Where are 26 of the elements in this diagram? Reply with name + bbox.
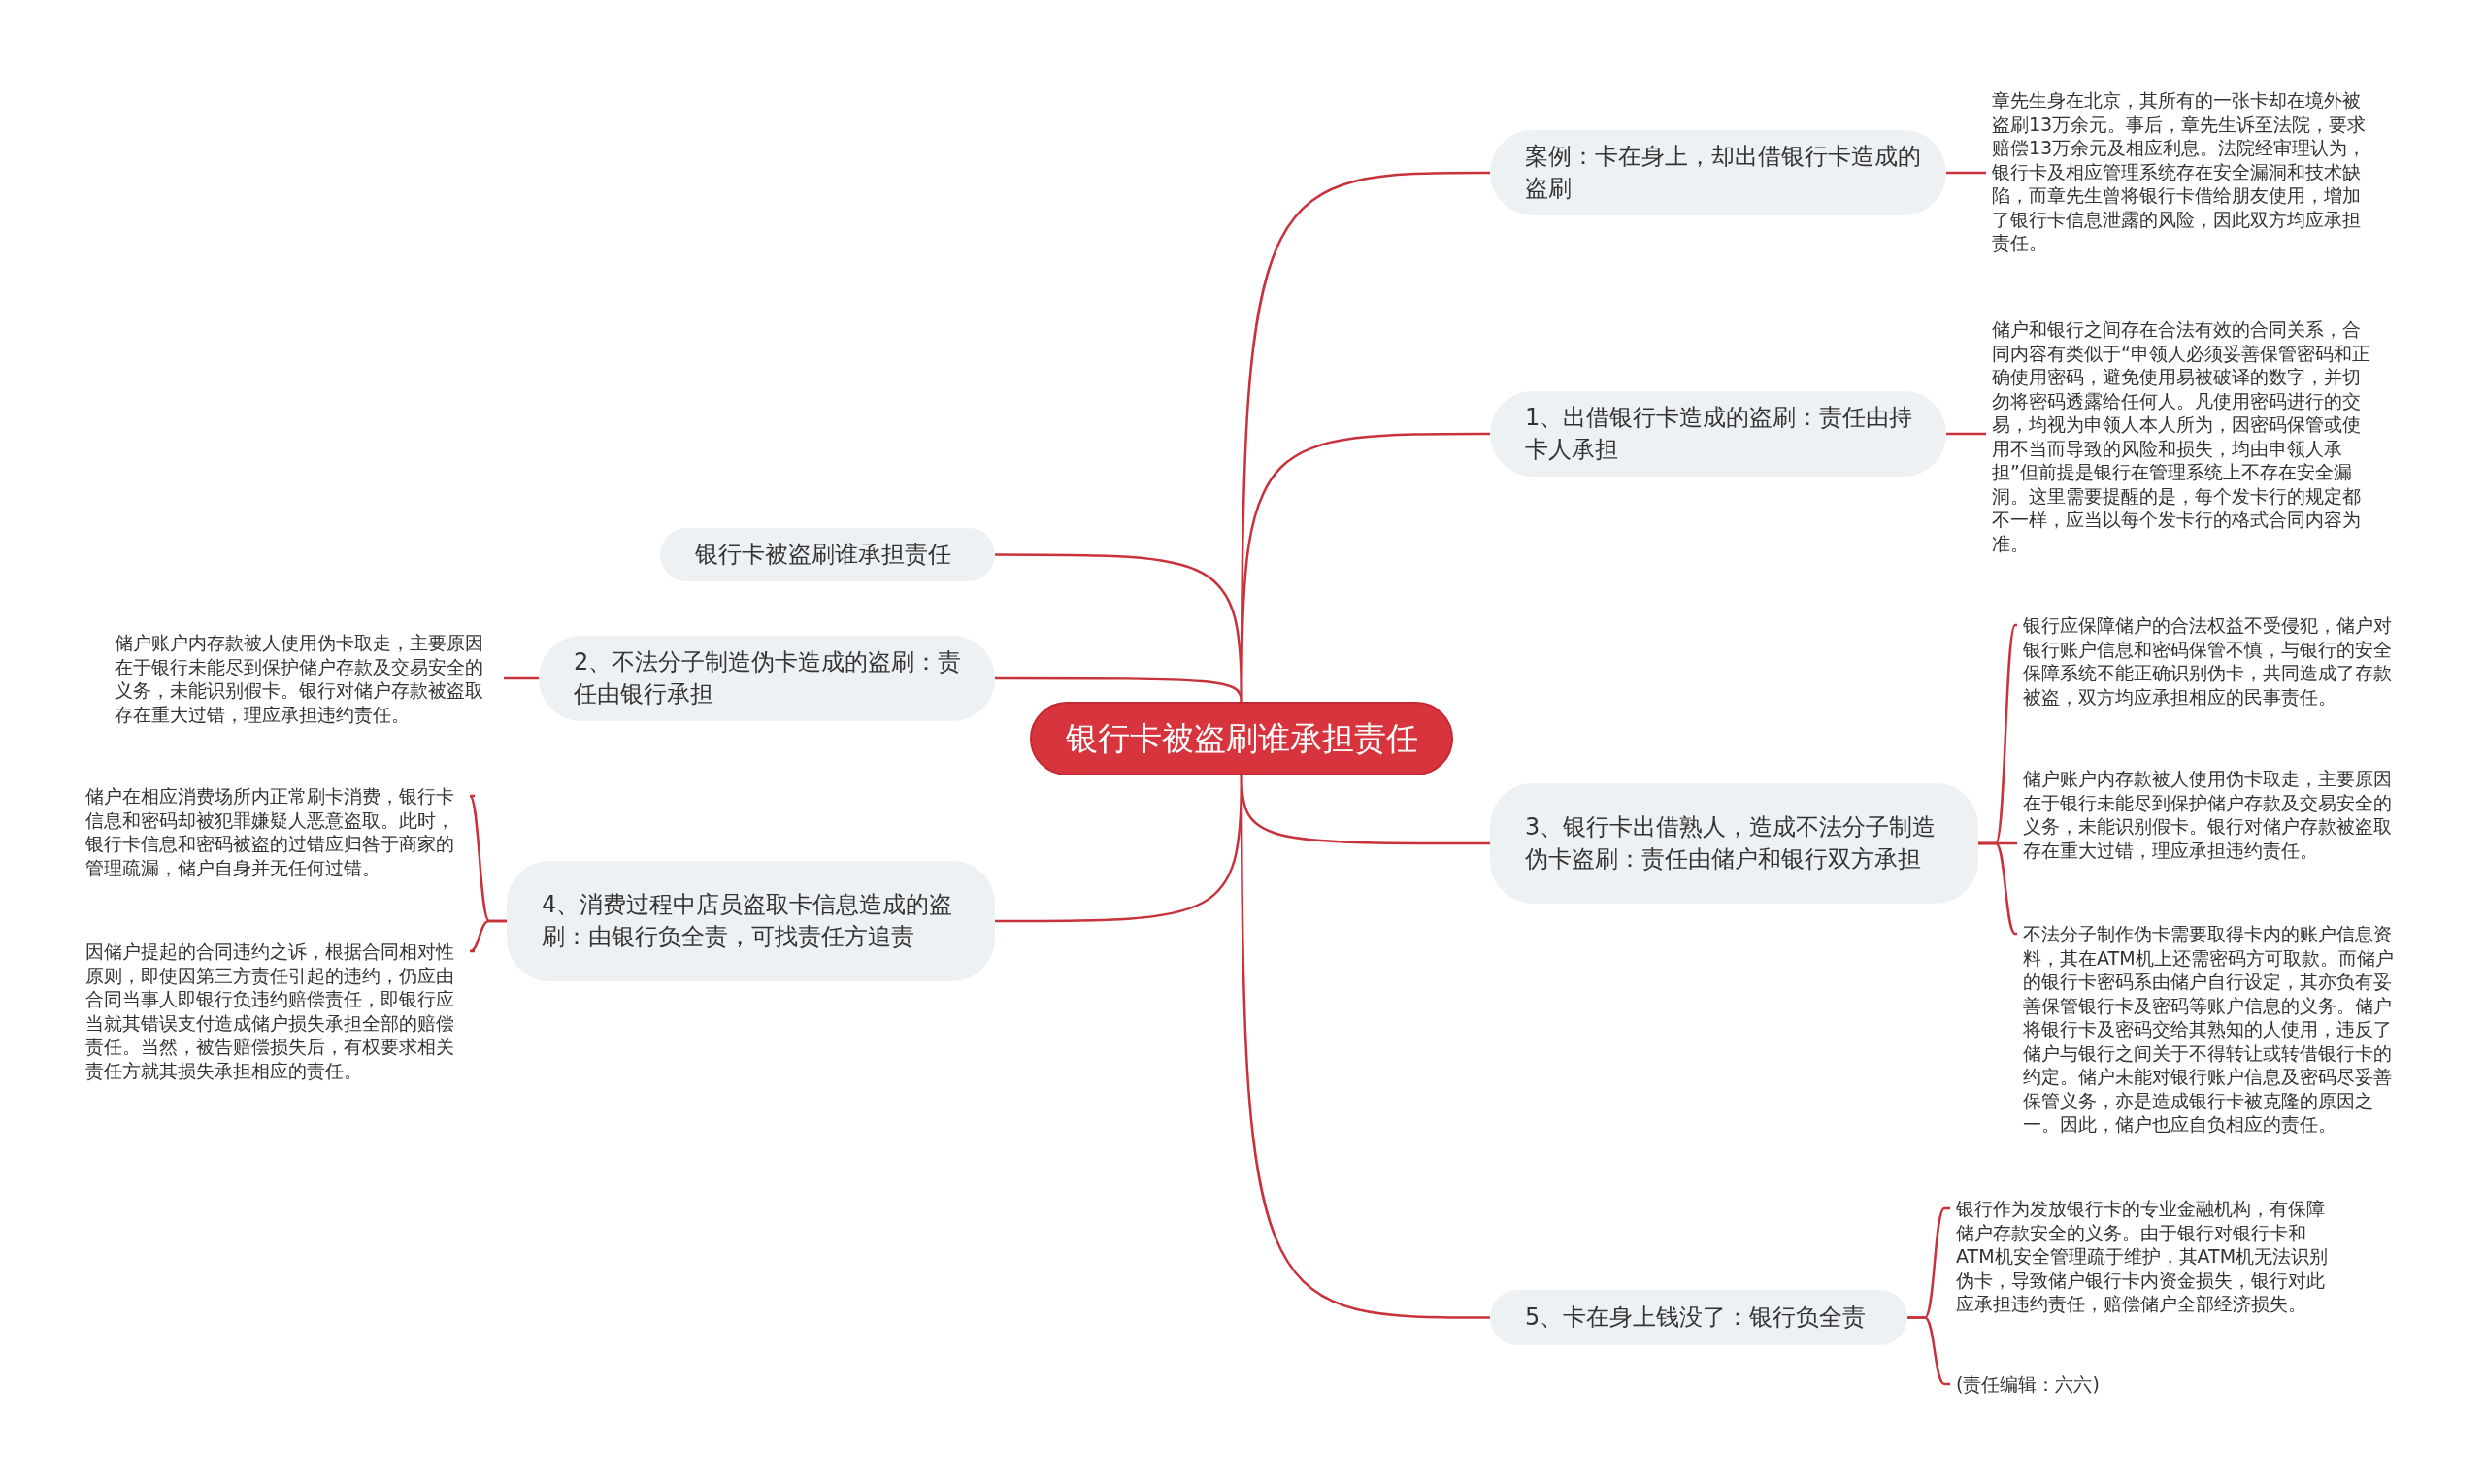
topic-box: 1、出借银行卡造成的盗刷：责任由持卡人承担 (1490, 391, 1946, 477)
note-text: 银行应保障储户的合法权益不受侵犯，储户对银行账户信息和密码保管不慎，与银行的安全保障系统不能正确识别伪卡，共同造成了存款被盗，双方均应承担相应的民事责任。 (2023, 613, 2406, 709)
topic-box: 4、消费过程中店员盗取卡信息造成的盗刷：由银行负全责，可找责任方追责 (507, 861, 995, 981)
topic-box: 2、不法分子制造伪卡造成的盗刷：责任由银行承担 (539, 636, 995, 721)
note-text: 储户账户内存款被人使用伪卡取走，主要原因在于银行未能尽到保护储户存款及交易安全的义务，未能识别假卡。银行对储户存款被盗取存在重大过错，理应承担违约责任。 (2023, 767, 2406, 862)
note-text: 储户账户内存款被人使用伪卡取走，主要原因在于银行未能尽到保护储户存款及交易安全的义务，未能识别假卡。银行对储户存款被盗取存在重大过错，理应承担违约责任。 (115, 631, 498, 726)
note-text: 因储户提起的合同违约之诉，根据合同相对性原则，即使因第三方责任引起的违约，仍应由合同当事人即银行负违约赔偿责任，即银行应当就其错误支付造成储户损失承担全部的赔偿责任。当然，被告赔偿损失后，有权要求相关责任方就其损失承担相应的责任。 (85, 940, 469, 1082)
connector-line (995, 676, 1243, 703)
connector-line (1978, 841, 2018, 936)
note-text: 储户在相应消费场所内正常刷卡消费，银行卡信息和密码却被犯罪嫌疑人恶意盗取。此时，银行卡信息和密码被盗的过错应归咎于商家的管理疏漏，储户自身并无任何过错。 (85, 784, 469, 879)
connector-line (468, 919, 507, 953)
topic-box: 案例：卡在身上，却出借银行卡造成的盗刷 (1490, 130, 1946, 215)
connector-line (1907, 1316, 1950, 1386)
connector-line (1240, 775, 1490, 1319)
topic-box: 银行卡被盗刷谁承担责任 (660, 528, 995, 581)
connector-line (1946, 432, 1986, 436)
central-topic: 银行卡被盗刷谁承担责任 (1030, 702, 1453, 775)
note-text: 章先生身在北京，其所有的一张卡却在境外被盗刷13万余元。事后，章先生诉至法院，要求赔偿13万余元及相应利息。法院经审理认为，银行卡及相应管理系统存在安全漏洞和技术缺陷，而章先生曾将银行卡借给朋友使用，增加了银行卡信息泄露的风险，因此双方均应承担责任。 (1992, 88, 2375, 255)
note-text: 储户和银行之间存在合法有效的合同关系，合同内容有类似于“申领人必须妥善保管密码和正确使用密码，避免使用易被破译的数字，并切勿将密码透露给任何人。凡使用密码进行的交易，均视为申领人本人所为，因密码保管或使用不当而导致的风险和损失，均由申领人承担”但前提是银行在管理系统上不存在安全漏洞。这里需要提醒的是，每个发卡行的规定都不一样，应当以每个发卡行的格式合同内容为准。 (1992, 317, 2375, 555)
topic-box: 5、卡在身上钱没了：银行负全责 (1490, 1290, 1907, 1345)
note-text: (责任编辑：六六) (1956, 1372, 2150, 1397)
connector-line (504, 676, 539, 680)
connector-line (1946, 171, 1986, 175)
note-text: 不法分子制作伪卡需要取得卡内的账户信息资料，其在ATM机上还需密码方可取款。而储户的银行卡密码系由储户自行设定，其亦负有妥善保管银行卡及密码等账户信息的义务。储户将银行卡及密码交给其熟知的人使用，违反了储户与银行之间关于不得转让或转借银行卡的约定。储户未能对银行账户信息及密码尽妥善保管义务，亦是造成银行卡被克隆的原因之一。因此，储户也应自负相应的责任。 (2023, 922, 2406, 1137)
topic-box: 3、银行卡出借熟人，造成不法分子制造伪卡盗刷：责任由储户和银行双方承担 (1490, 783, 1978, 904)
note-text: 银行作为发放银行卡的专业金融机构，有保障储户存款安全的义务。由于银行对银行卡和ATM机安全管理疏于维护，其ATM机无法识别伪卡，导致储户银行卡内资金损失，银行对此应承担违约责任，赔偿储户全部经济损失。 (1956, 1197, 2339, 1316)
